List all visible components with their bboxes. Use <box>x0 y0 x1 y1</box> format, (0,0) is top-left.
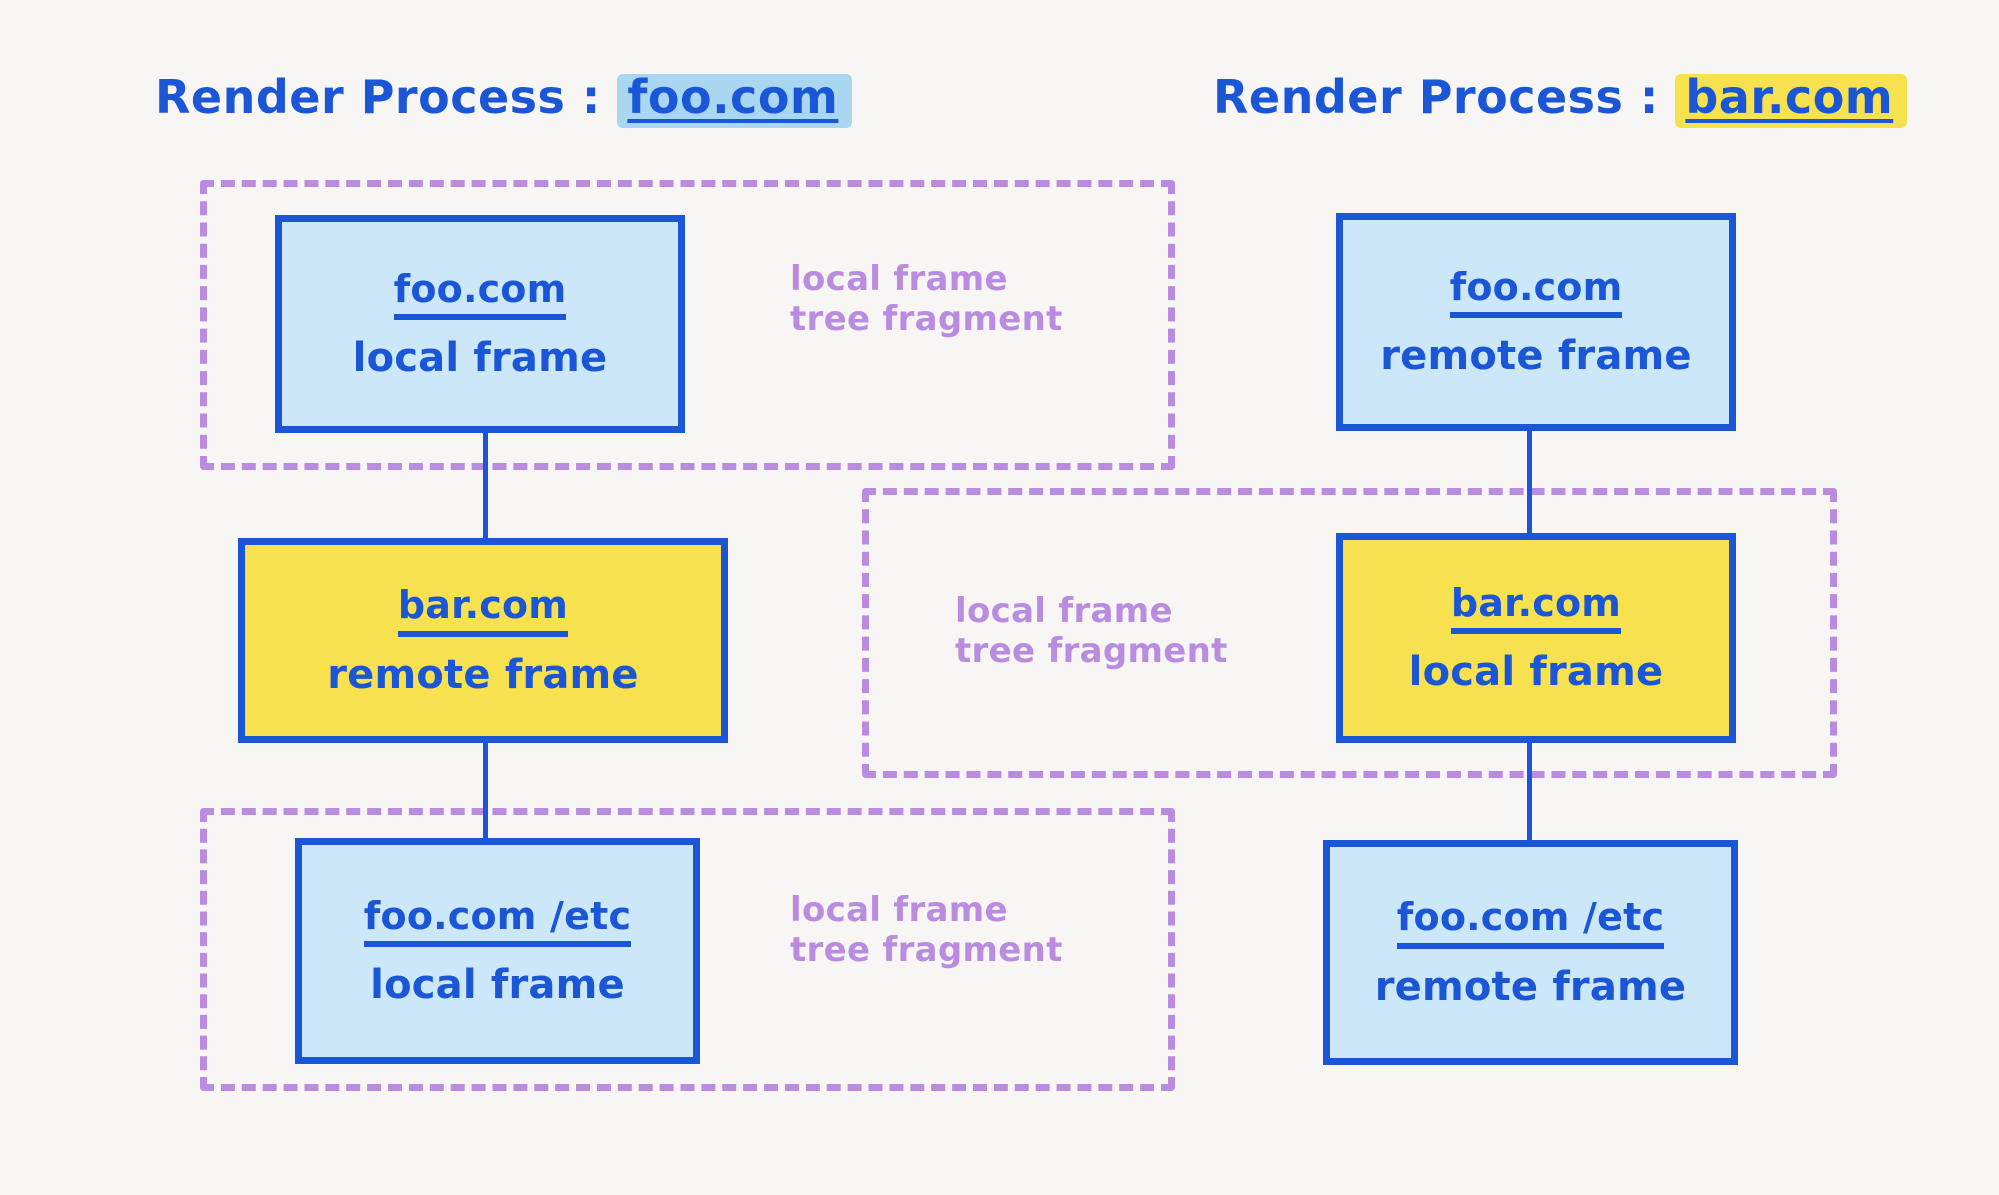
frame-kind-label: local frame <box>1408 649 1664 696</box>
connector-right-bottom <box>1527 735 1532 855</box>
render-process-title-bar-origin: bar.com <box>1675 72 1908 128</box>
fragment-region-left-bottom <box>200 808 1175 1091</box>
fragment-label-left-bottom: local frame tree fragment <box>790 890 1063 971</box>
frame-origin-label: bar.com <box>1450 581 1622 635</box>
frame-origin-label: foo.com /etc <box>1396 895 1665 949</box>
frame-kind-label: remote frame <box>1374 963 1687 1010</box>
render-process-title-foo-origin: foo.com <box>617 72 853 128</box>
frame-box-right-foo-remote[interactable]: foo.com remote frame <box>1336 213 1736 431</box>
fragment-region-right-middle <box>862 488 1837 778</box>
connector-right-top <box>1527 428 1532 546</box>
frame-origin-label: foo.com <box>1449 265 1623 319</box>
frame-origin-label: foo.com /etc <box>363 894 632 948</box>
frame-box-left-foo-local[interactable]: foo.com local frame <box>275 215 685 433</box>
render-process-title-bar-prefix: Render Process : <box>1213 70 1676 124</box>
fragment-label-right-middle: local frame tree fragment <box>955 591 1228 672</box>
frame-kind-label: remote frame <box>327 651 639 698</box>
render-process-title-bar: Render Process : bar.com <box>1213 70 1908 128</box>
connector-left-bottom <box>483 730 488 850</box>
frame-kind-label: local frame <box>352 335 608 382</box>
frame-origin-label: bar.com <box>397 583 569 637</box>
connector-left-top <box>483 430 488 550</box>
frame-box-left-fooetc-local[interactable]: foo.com /etc local frame <box>295 838 700 1064</box>
frame-kind-label: local frame <box>370 962 625 1009</box>
frame-kind-label: remote frame <box>1380 333 1692 380</box>
frame-origin-label: foo.com <box>393 267 567 321</box>
frame-box-left-bar-remote[interactable]: bar.com remote frame <box>238 538 728 743</box>
frame-box-right-fooetc-remote[interactable]: foo.com /etc remote frame <box>1323 840 1738 1065</box>
render-process-title-foo-prefix: Render Process : <box>155 70 618 124</box>
frame-box-right-bar-local[interactable]: bar.com local frame <box>1336 533 1736 743</box>
render-process-title-foo: Render Process : foo.com <box>155 70 853 128</box>
fragment-label-left-top: local frame tree fragment <box>790 259 1063 340</box>
fragment-region-left-top <box>200 180 1175 470</box>
